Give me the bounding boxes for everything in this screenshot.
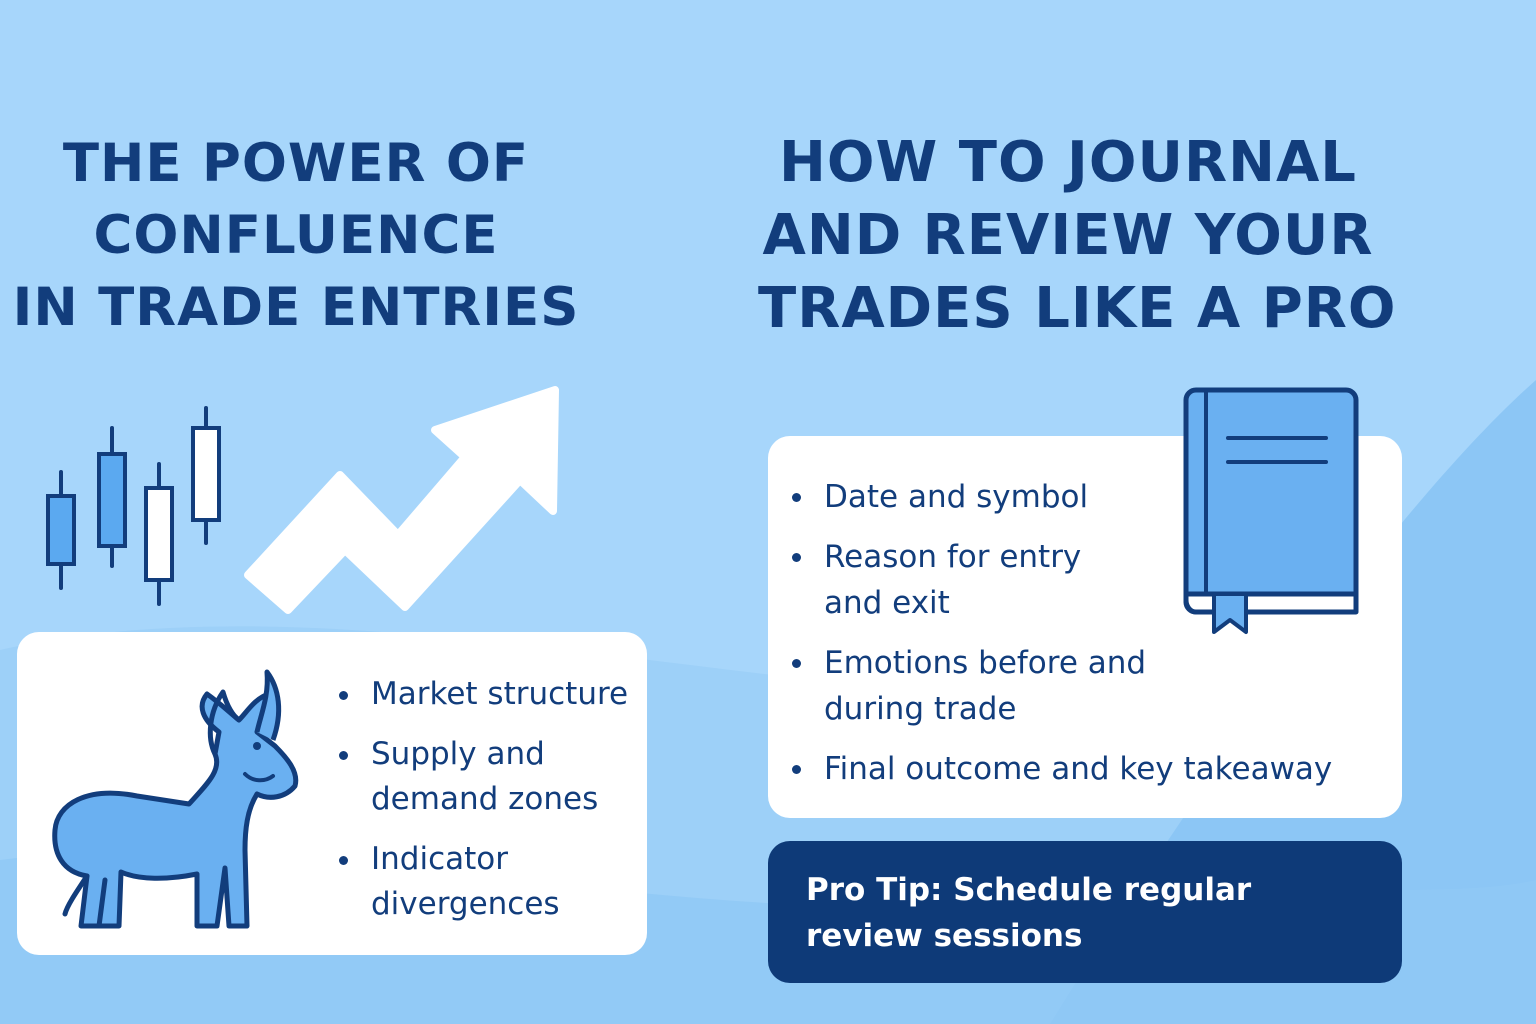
bull-icon (52, 669, 299, 929)
right-heading-line-1: HOW TO JOURNAL (779, 130, 1357, 195)
right-heading: HOW TO JOURNAL AND REVIEW YOUR TRADES LI… (758, 126, 1397, 345)
journal-book-icon (1183, 387, 1359, 634)
list-item: Market structure (337, 672, 637, 717)
list-item: Final outcome and key takeaway (790, 746, 1390, 792)
pro-tip-banner: Pro Tip: Schedule regular review session… (768, 841, 1402, 983)
left-heading: THE POWER OF CONFLUENCE IN TRADE ENTRIES (0, 128, 592, 344)
pro-tip-text: Pro Tip: Schedule regular review session… (806, 872, 1252, 954)
list-item: Supply and demand zones (337, 732, 637, 822)
list-item: Indicator divergences (337, 837, 637, 927)
candlestick-chart-icon (46, 406, 221, 606)
uptrend-arrow-icon (244, 386, 559, 614)
list-item: Date and symbol (790, 474, 1184, 520)
confluence-card: Market structure Supply and demand zones… (17, 632, 647, 955)
left-heading-line-3: IN TRADE ENTRIES (12, 277, 580, 338)
left-heading-line-2: CONFLUENCE (93, 205, 499, 266)
list-item: Emotions before and during trade (790, 640, 1184, 732)
journal-bullet-list: Date and symbol Reason for entry and exi… (790, 474, 1390, 806)
left-heading-line-1: THE POWER OF (62, 133, 530, 194)
list-item: Reason for entry and exit (790, 534, 1124, 626)
right-heading-line-3: TRADES LIKE A PRO (758, 276, 1397, 341)
confluence-bullet-list: Market structure Supply and demand zones… (337, 672, 637, 942)
right-heading-line-2: AND REVIEW YOUR (762, 203, 1374, 268)
